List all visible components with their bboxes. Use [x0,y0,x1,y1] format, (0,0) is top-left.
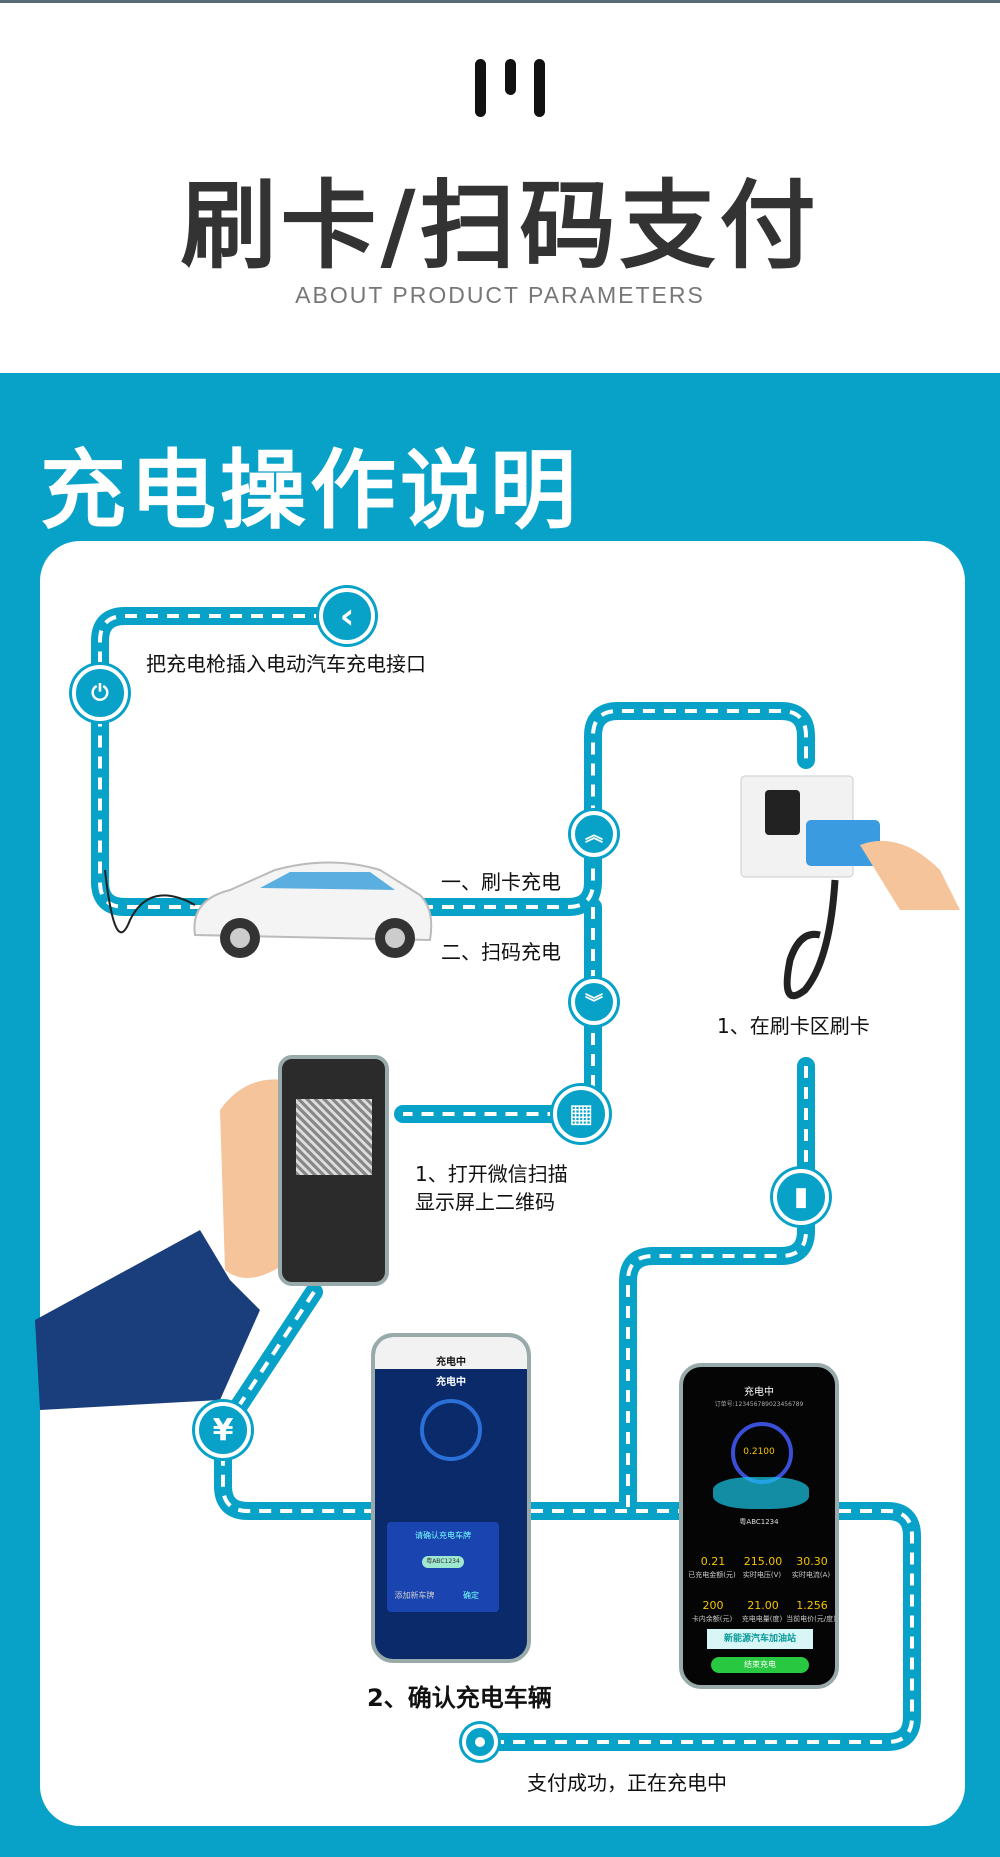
page-subtitle: ABOUT PRODUCT PARAMETERS [295,282,705,308]
stat-value: 0.21 [700,1555,726,1568]
plate-number: 粤ABC1234 [739,1518,779,1526]
stat-value: 200 [702,1599,724,1612]
chevron-up-icon: ︽ [571,811,617,857]
battery-icon: ▮ [773,1169,829,1225]
stat-label: 卡内余额(元) [691,1615,733,1623]
dialog-title: 请确认充电车牌 [415,1531,471,1540]
stat-label: 已充电金额(元) [688,1571,736,1579]
stop-charging-button[interactable]: 结束充电 [711,1657,809,1673]
center-value: 0.2100 [743,1447,775,1457]
phone-qr-scan [278,1055,389,1286]
stat-value: 215.00 [743,1555,783,1568]
qr-code-icon: ▦ [553,1086,609,1142]
phone-charging: 充电中 订单号:123456789023456789 0.2100 粤ABC12… [679,1363,839,1689]
promo-banner[interactable]: 新能源汽车加油站 [707,1629,813,1649]
car-illustration [104,861,433,958]
yen-icon: ¥ [195,1402,251,1458]
phone-header: 充电中 [436,1377,466,1388]
hand-holding-phone-illustration [35,1079,290,1410]
car-glow-image [713,1477,809,1509]
done-label: 支付成功，正在充电中 [527,1771,727,1795]
option-scan-label: 二、扫码充电 [441,940,561,964]
top-divider [0,0,1000,3]
scan-step2-label: 2、确认充电车辆 [367,1684,552,1712]
socket-icon: ⏻ [72,665,128,721]
stat-value: 30.30 [796,1555,828,1568]
option-card-label: 一、刷卡充电 [441,870,561,894]
stat-value: 1.256 [796,1599,828,1612]
add-plate-button[interactable]: 添加新车牌 [394,1591,435,1600]
bars-logo-icon [475,59,545,117]
chevron-down-icon: ︾ [571,979,617,1025]
page-title: 刷卡/扫码支付 [180,170,820,282]
card-step1-label: 1、在刷卡区刷卡 [717,1014,870,1038]
qr-code-image [296,1099,372,1175]
stat-value: 21.00 [747,1599,779,1612]
phone-header: 充电中 [744,1387,774,1398]
confirm-dialog: 请确认充电车牌 粤ABC1234 添加新车牌 确定 [387,1522,499,1612]
gauge-ring [420,1399,482,1461]
phone-status-title: 充电中 [436,1357,466,1368]
stat-label: 当前电价(元/度) [786,1615,836,1623]
back-icon: ‹ [319,588,375,644]
stat-label: 实时电流(A) [791,1571,831,1579]
step-plug-label: 把充电枪插入电动汽车充电接口 [146,652,426,676]
scan-step1-line2: 显示屏上二维码 [415,1190,555,1214]
section-title: 充电操作说明 [40,441,580,541]
stat-label: 实时电压(V) [742,1571,782,1579]
stat-label: 充电电量(度) [741,1615,783,1623]
end-dot-icon [462,1724,498,1760]
scan-step1-line1: 1、打开微信扫描 [415,1162,568,1186]
order-number: 订单号:123456789023456789 [714,1401,804,1408]
phone-confirm-vehicle: 充电中 充电中 请确认充电车牌 粤ABC1234 添加新车牌 确定 [371,1333,531,1663]
charger-illustration [740,775,960,1000]
confirm-button[interactable]: 确定 [463,1591,479,1600]
plate-pill[interactable]: 粤ABC1234 [422,1556,464,1568]
